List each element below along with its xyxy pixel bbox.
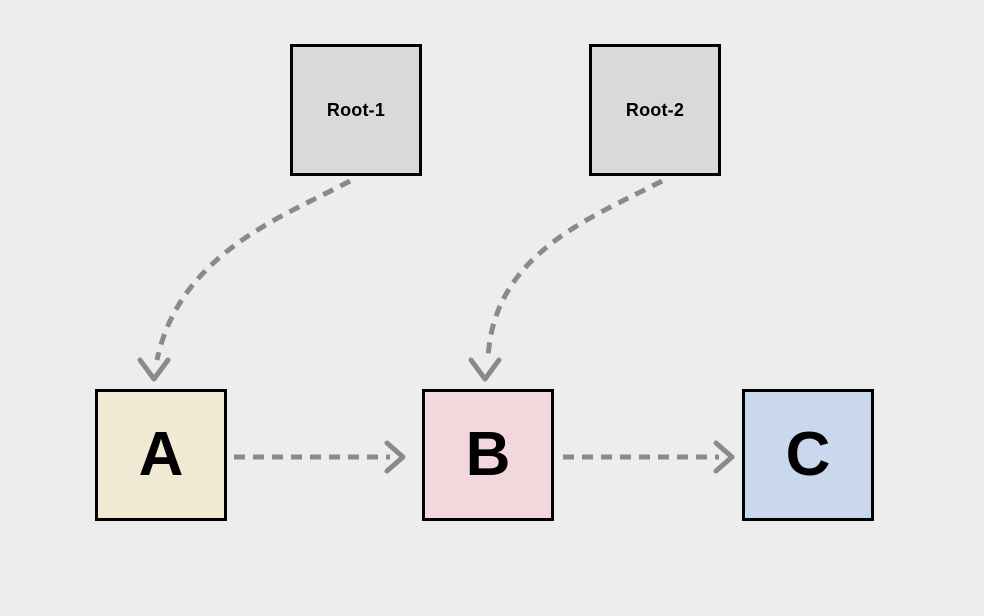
node-a: A [95,389,227,521]
node-a-label: A [138,420,184,489]
node-c: C [742,389,874,521]
arrowhead-down-icon [468,357,502,382]
edge-root1-to-a [137,178,352,382]
node-b-label: B [465,420,511,489]
node-b: B [422,389,554,521]
node-root-1-label: Root-1 [326,99,386,120]
edge-a-to-b [234,440,406,474]
arrowhead-right-icon [713,440,735,474]
node-root-1: Root-1 [290,44,422,176]
edge-b-to-c [563,440,735,474]
arrowhead-down-icon [137,357,171,382]
arrowhead-right-icon [384,440,406,474]
node-c-label: C [785,420,831,489]
edge-root2-to-b [468,178,664,382]
node-root-2-label: Root-2 [625,99,685,120]
node-root-2: Root-2 [589,44,721,176]
